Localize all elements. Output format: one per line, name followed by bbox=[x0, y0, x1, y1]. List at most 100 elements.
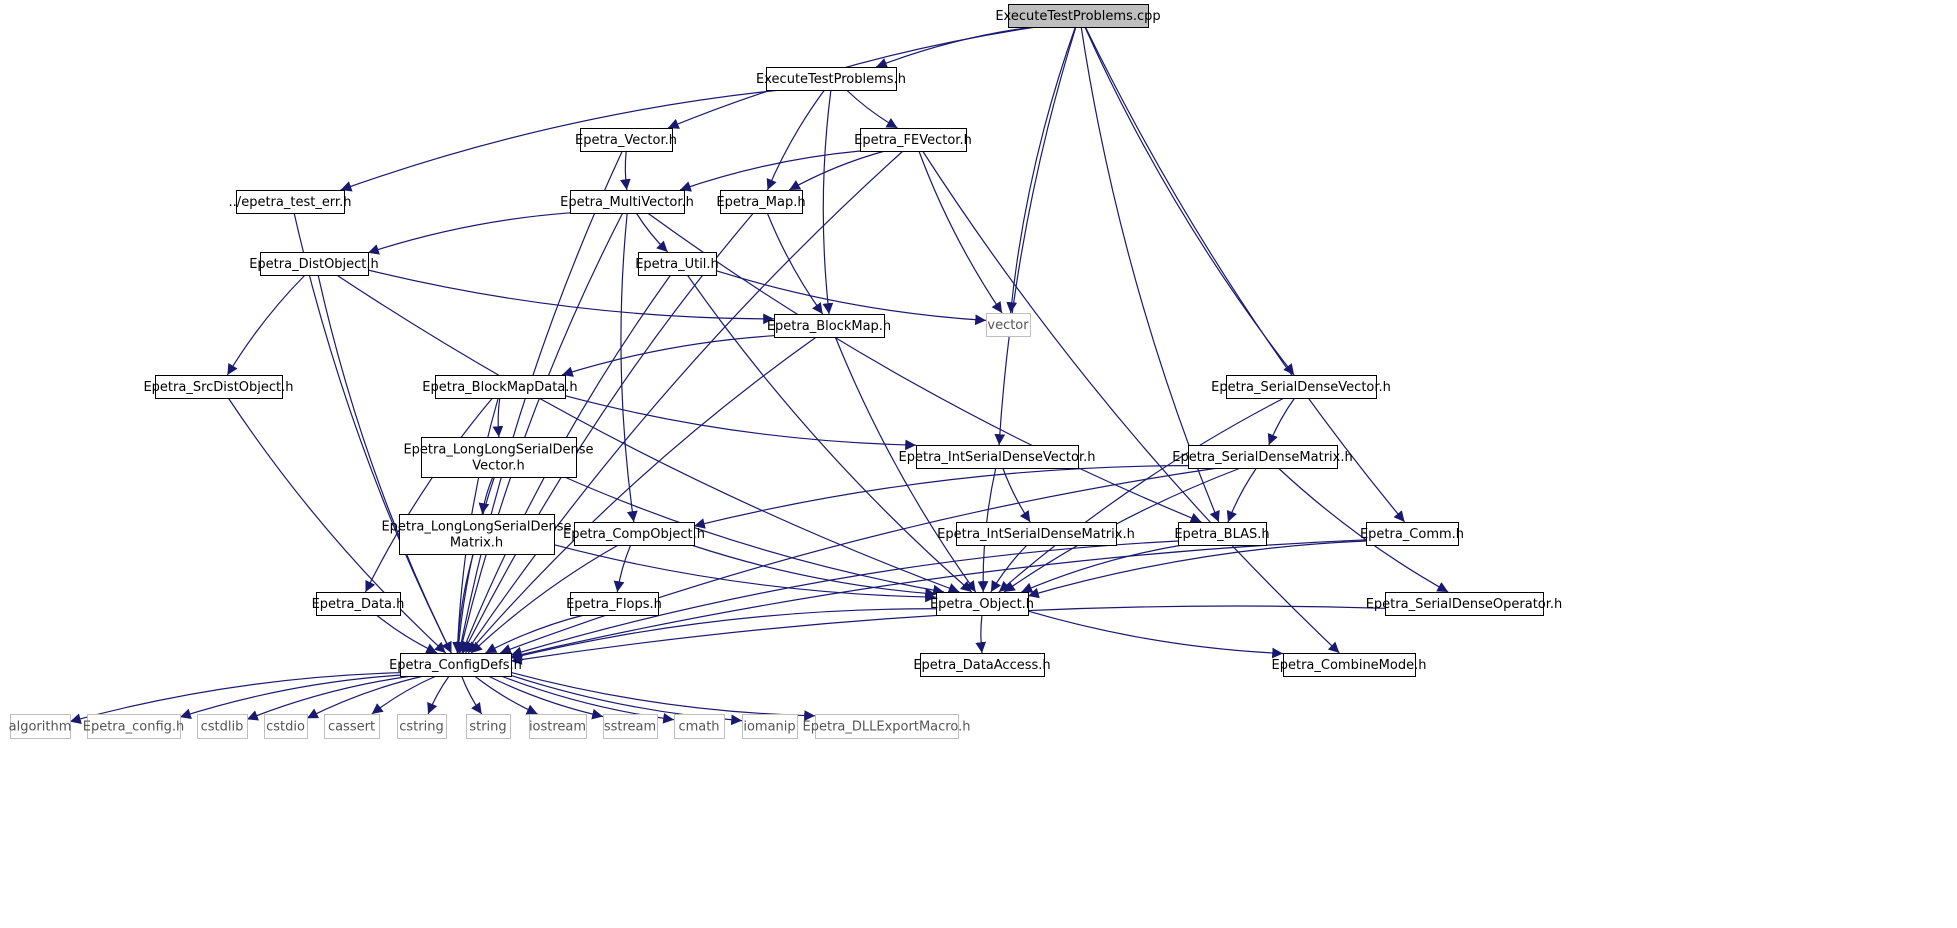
node-label: string bbox=[469, 720, 506, 735]
node-bmd[interactable]: Epetra_BlockMapData.h bbox=[422, 375, 578, 399]
node-cm[interactable]: Epetra_CombineMode.h bbox=[1272, 653, 1427, 677]
edge-fev-to-vector bbox=[918, 150, 1003, 314]
node-box bbox=[400, 653, 512, 677]
edge-mv-to-util bbox=[635, 212, 669, 253]
edge-mv-to-cfg bbox=[457, 212, 624, 654]
node-sdm[interactable]: Epetra_SerialDenseMatrix.h bbox=[1172, 445, 1353, 469]
edge-map-to-cfg bbox=[462, 212, 754, 654]
node-box bbox=[10, 714, 71, 739]
node-box bbox=[529, 714, 587, 739]
node-box bbox=[1366, 522, 1459, 546]
node-err[interactable]: ../epetra_test_err.h bbox=[229, 190, 352, 214]
node-box bbox=[1283, 653, 1416, 677]
node-isdm[interactable]: Epetra_IntSerialDenseMatrix.h bbox=[937, 522, 1135, 546]
node-label: Epetra_IntSerialDenseMatrix.h bbox=[937, 527, 1135, 542]
edge-mv-to-blas bbox=[647, 212, 1202, 523]
node-label: Epetra_CombineMode.h bbox=[1272, 658, 1427, 673]
edge-root-to-vec bbox=[667, 26, 1037, 129]
node-obj[interactable]: Epetra_Object.h bbox=[930, 592, 1034, 616]
node-box bbox=[236, 190, 345, 214]
node-box bbox=[397, 714, 447, 739]
edge-obj-to-cfg bbox=[510, 608, 937, 661]
edge-llsdm-to-cfg bbox=[452, 553, 474, 654]
node-fev[interactable]: Epetra_FEVector.h bbox=[854, 128, 972, 152]
node-label: cstdio bbox=[266, 720, 305, 735]
node-sdv[interactable]: Epetra_SerialDenseVector.h bbox=[1211, 375, 1391, 399]
edge-etp-to-map bbox=[766, 89, 825, 191]
node-config: Epetra_config.h bbox=[83, 714, 184, 739]
node-label: ExecuteTestProblems.cpp bbox=[995, 9, 1160, 24]
node-box bbox=[1226, 375, 1377, 399]
edge-bmap-to-cfg bbox=[467, 336, 817, 654]
node-label: iostream bbox=[529, 720, 586, 735]
edge-sdm-to-sdo bbox=[1277, 467, 1449, 593]
node-comp[interactable]: Epetra_CompObject.h bbox=[563, 522, 705, 546]
node-data[interactable]: Epetra_Data.h bbox=[312, 592, 405, 616]
edge-cfg-to-cassert bbox=[371, 675, 437, 715]
edge-root-to-sdv bbox=[1084, 26, 1295, 376]
node-box bbox=[570, 190, 685, 214]
node-label: vector bbox=[987, 318, 1029, 333]
node-label: Epetra_IntSerialDenseVector.h bbox=[899, 450, 1096, 465]
node-label: iomanip bbox=[743, 720, 795, 735]
node-label: Epetra_Comm.h bbox=[1360, 527, 1464, 542]
node-box bbox=[324, 714, 380, 739]
node-vec[interactable]: Epetra_Vector.h bbox=[575, 128, 677, 152]
node-box bbox=[742, 714, 798, 739]
node-label: cstdlib bbox=[201, 720, 244, 735]
node-blas[interactable]: Epetra_BLAS.h bbox=[1174, 522, 1270, 546]
edge-etp-to-bmap bbox=[822, 89, 834, 315]
node-cfg[interactable]: Epetra_ConfigDefs.h bbox=[389, 653, 522, 677]
node-box bbox=[466, 714, 511, 739]
edge-cfg-to-sstream bbox=[487, 675, 604, 720]
node-label: Epetra_DLLExportMacro.h bbox=[803, 720, 971, 735]
node-src[interactable]: Epetra_SrcDistObject.h bbox=[143, 375, 294, 399]
edge-root-to-comm bbox=[1084, 26, 1406, 523]
node-bmap[interactable]: Epetra_BlockMap.h bbox=[767, 314, 891, 338]
node-flops[interactable]: Epetra_Flops.h bbox=[566, 592, 662, 616]
edge-sdv-to-obj bbox=[998, 397, 1285, 593]
node-label: Epetra_LongLongSerialDense bbox=[381, 520, 571, 535]
node-label: Epetra_FEVector.h bbox=[854, 133, 972, 148]
edge-cfg-to-dll bbox=[510, 671, 816, 721]
edge-llsdm-to-obj bbox=[553, 544, 937, 603]
edge-mv-to-comp bbox=[620, 212, 638, 523]
node-label: Epetra_MultiVector.h bbox=[560, 195, 694, 210]
node-root[interactable]: ExecuteTestProblems.cpp bbox=[995, 4, 1161, 28]
node-comm[interactable]: Epetra_Comm.h bbox=[1360, 522, 1464, 546]
node-box bbox=[1178, 522, 1267, 546]
node-mv[interactable]: Epetra_MultiVector.h bbox=[560, 190, 694, 214]
edge-util-to-obj bbox=[686, 274, 973, 593]
node-label: Epetra_LongLongSerialDense bbox=[403, 443, 593, 458]
node-util[interactable]: Epetra_Util.h bbox=[635, 252, 719, 276]
node-sdo[interactable]: Epetra_SerialDenseOperator.h bbox=[1366, 592, 1563, 616]
node-label: Vector.h bbox=[472, 459, 525, 474]
node-map[interactable]: Epetra_Map.h bbox=[716, 190, 806, 214]
edge-map-to-bmap bbox=[766, 212, 824, 315]
node-label: Epetra_Data.h bbox=[312, 597, 405, 612]
node-da[interactable]: Epetra_DataAccess.h bbox=[913, 653, 1051, 677]
edge-dist-to-cfg bbox=[317, 274, 452, 654]
edge-vec-to-mv bbox=[620, 150, 631, 191]
node-label: Epetra_ConfigDefs.h bbox=[389, 658, 522, 673]
node-sstream: sstream bbox=[603, 714, 658, 739]
node-box bbox=[87, 714, 181, 739]
node-cmath: cmath bbox=[674, 714, 725, 739]
node-isdv[interactable]: Epetra_IntSerialDenseVector.h bbox=[899, 445, 1096, 469]
edge-fev-to-mv bbox=[679, 150, 861, 192]
node-label: ExecuteTestProblems.h bbox=[756, 72, 906, 87]
node-box bbox=[1385, 592, 1544, 616]
edge-comm-to-obj bbox=[1027, 540, 1367, 599]
node-etp[interactable]: ExecuteTestProblems.h bbox=[756, 67, 906, 91]
edge-src-to-cfg bbox=[227, 397, 447, 654]
node-dist[interactable]: Epetra_DistObject.h bbox=[249, 252, 379, 276]
node-label: Epetra_SerialDenseVector.h bbox=[1211, 380, 1391, 395]
node-box bbox=[936, 592, 1029, 616]
node-box bbox=[720, 190, 803, 214]
edge-cfg-to-config bbox=[179, 674, 401, 719]
node-iostream: iostream bbox=[529, 714, 587, 739]
edge-mv-to-dist bbox=[367, 212, 571, 255]
